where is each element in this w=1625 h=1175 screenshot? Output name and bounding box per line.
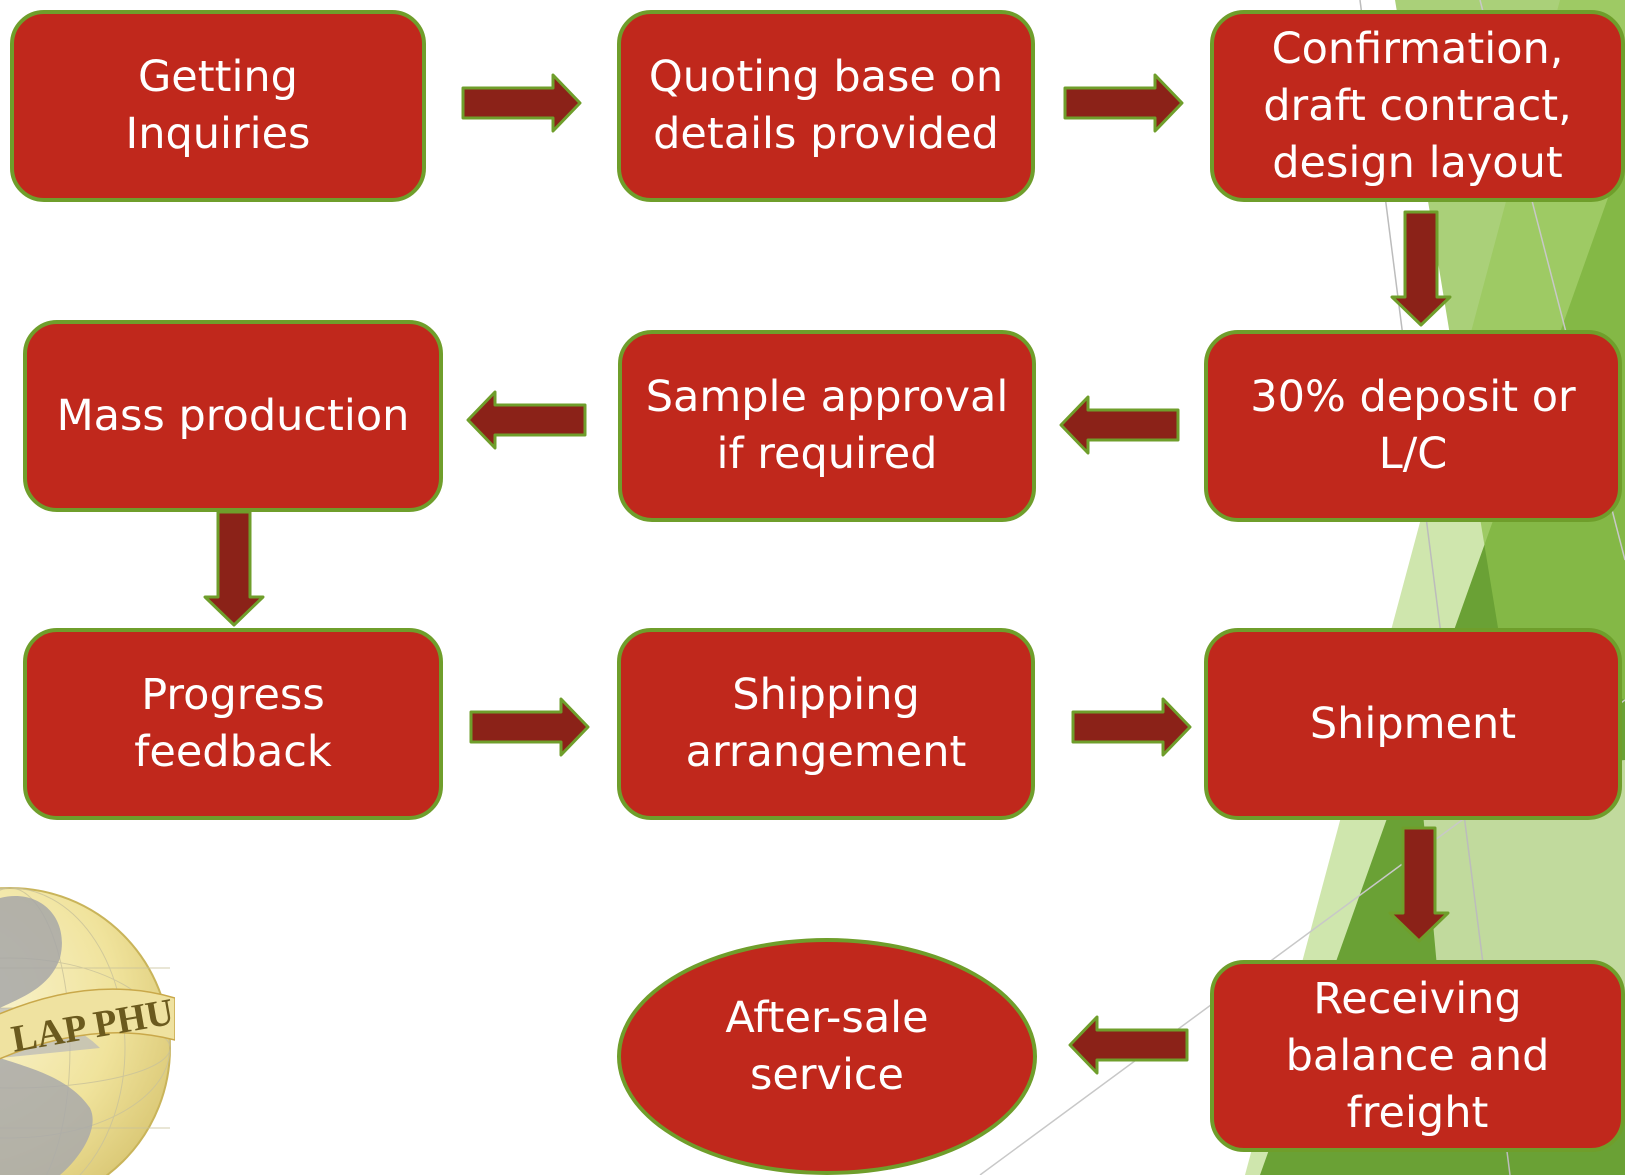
arrow-right-3 bbox=[469, 697, 590, 757]
arrow-left-2 bbox=[466, 390, 587, 450]
arrow-right-4 bbox=[1071, 697, 1192, 757]
step-mass-production: Mass production bbox=[23, 320, 443, 512]
step-confirmation: Confirmation, draft contract, design lay… bbox=[1210, 10, 1625, 202]
arrow-right-1 bbox=[461, 73, 582, 133]
step-getting-inquiries: Getting Inquiries bbox=[10, 10, 426, 202]
arrow-down-3 bbox=[1388, 826, 1450, 943]
arrow-left-1 bbox=[1059, 395, 1180, 455]
arrow-down-2 bbox=[203, 510, 265, 627]
step-quoting: Quoting base on details provided bbox=[617, 10, 1035, 202]
step-deposit: 30% deposit or L/C bbox=[1204, 330, 1622, 522]
step-progress-feedback: Progress feedback bbox=[23, 628, 443, 820]
arrow-right-2 bbox=[1063, 73, 1184, 133]
lap-phu-globe-logo: LAP PHU bbox=[0, 887, 175, 1175]
arrow-left-3 bbox=[1068, 1015, 1189, 1075]
step-sample-approval: Sample approval if required bbox=[618, 330, 1036, 522]
step-after-sale-service: After-sale service bbox=[617, 938, 1037, 1175]
step-receiving-balance: Receiving balance and freight bbox=[1210, 960, 1625, 1152]
step-shipment: Shipment bbox=[1204, 628, 1622, 820]
step-shipping-arrangement: Shipping arrangement bbox=[617, 628, 1035, 820]
arrow-down-1 bbox=[1390, 210, 1452, 327]
